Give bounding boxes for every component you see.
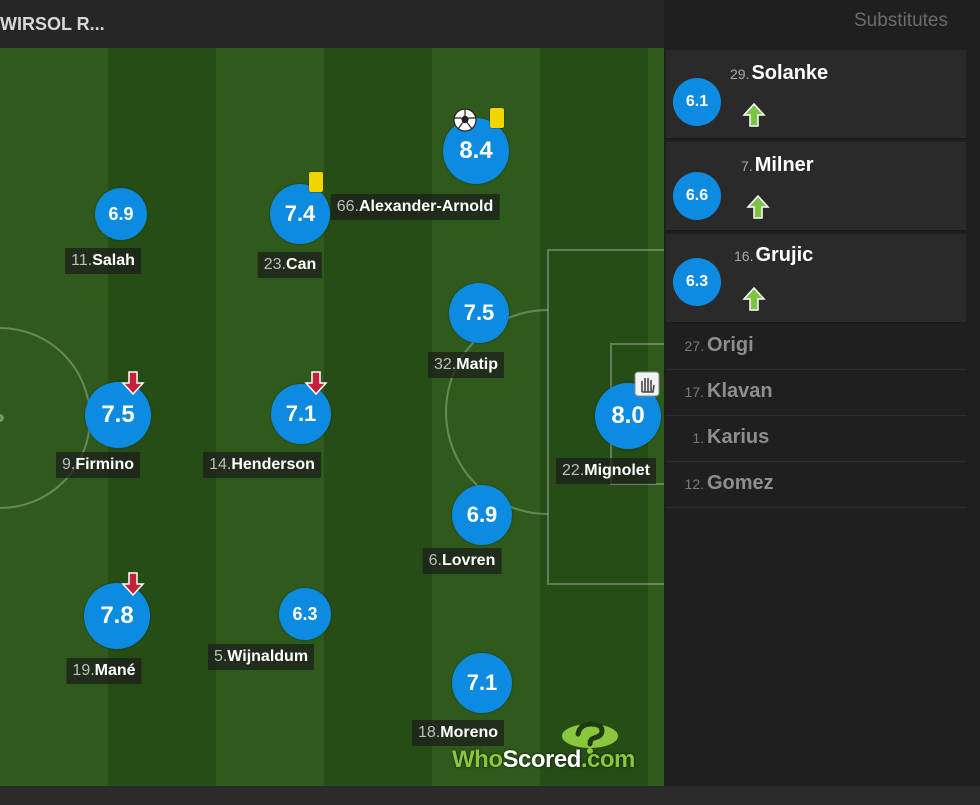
sub-name: Milner	[754, 154, 814, 176]
bottom-bar	[0, 786, 980, 805]
logo-scored: Scored	[502, 746, 581, 773]
player-name: Firmino	[75, 456, 135, 473]
player-number: 19.	[72, 662, 95, 679]
player-rating: 7.5	[85, 382, 151, 448]
lineup-header: WIRSOL R...	[0, 0, 664, 49]
sub-number: 29.	[730, 66, 750, 82]
player-name-tag: 18.Moreno	[411, 720, 505, 746]
subbed-off-arrow-icon	[121, 371, 145, 396]
bench-row-karius[interactable]: 1. Karius	[666, 416, 966, 462]
sub-number: 16.	[734, 248, 754, 264]
player-name: Mignolet	[584, 462, 651, 479]
player-rating: 6.3	[279, 588, 331, 640]
player-name-tag: 6.Lovren	[422, 548, 502, 574]
whoscored-logo[interactable]: WhoScored.com	[452, 718, 657, 778]
player-number: 32.	[433, 356, 457, 373]
goal-ball-icon	[453, 108, 477, 132]
player-name-tag: 5.Wijnaldum	[207, 644, 315, 670]
bench-name: Origi	[707, 334, 754, 356]
bench-number: 12.	[684, 476, 704, 492]
sub-card-grujic[interactable]: 6.3 16.Grujic	[666, 234, 966, 323]
subbed-on-arrow-icon	[742, 286, 766, 311]
pitch: 6.9 11.Salah 7.4 23.Can 8.4 66.Alexander…	[0, 48, 664, 786]
sub-name: Grujic	[755, 244, 814, 266]
bench-name: Gomez	[707, 472, 774, 494]
player-name: Henderson	[231, 456, 315, 473]
player-name-tag: 11.Salah	[65, 248, 141, 274]
logo-question-mark-icon	[562, 721, 618, 754]
sub-card-milner[interactable]: 6.6 7.Milner	[666, 142, 966, 231]
sub-card-solanke[interactable]: 6.1 29.Solanke	[666, 50, 966, 139]
subbed-on-arrow-icon	[746, 194, 770, 219]
player-name-tag: 66.Alexander-Arnold	[330, 194, 500, 220]
sub-rating: 6.6	[673, 172, 721, 220]
team-name[interactable]: WIRSOL R...	[0, 14, 105, 34]
player-name-tag: 23.Can	[257, 252, 323, 278]
player-rating: 6.9	[95, 188, 147, 240]
player-name: Salah	[92, 252, 135, 269]
sub-name-tag: 7.Milner	[741, 154, 814, 177]
bench-number: 1.	[692, 430, 704, 446]
player-rating: 7.8	[84, 583, 150, 649]
player-name-tag: 19.Mané	[66, 658, 142, 684]
sub-name-tag: 16.Grujic	[734, 244, 813, 267]
player-name: Mané	[94, 662, 136, 679]
save-glove-icon	[634, 371, 660, 397]
bench-number: 17.	[684, 384, 704, 400]
player-rating: 7.4	[270, 184, 330, 244]
player-rating: 7.5	[449, 283, 509, 343]
player-number: 9.	[61, 456, 76, 473]
substitutes-title: Substitutes	[854, 10, 948, 31]
sub-name-tag: 29.Solanke	[730, 62, 828, 85]
player-name: Moreno	[440, 724, 499, 741]
bench-number: 27.	[684, 338, 704, 354]
player-name-tag: 32.Matip	[427, 352, 505, 378]
subbed-off-arrow-icon	[121, 572, 145, 597]
player-name-tag: 9.Firmino	[55, 452, 141, 478]
subbed-off-arrow-icon	[304, 371, 328, 396]
player-name-tag: 22.Mignolet	[555, 458, 657, 484]
player-number: 14.	[209, 456, 232, 473]
player-number: 66.	[336, 198, 359, 215]
player-rating: 7.1	[271, 384, 331, 444]
substitutes-header: Substitutes	[664, 0, 980, 48]
player-name: Wijnaldum	[227, 648, 309, 665]
sub-rating: 6.3	[673, 258, 721, 306]
player-number: 11.	[71, 252, 93, 269]
player-rating: 8.4	[443, 118, 509, 184]
sub-name: Solanke	[751, 62, 829, 84]
bench-name: Karius	[707, 426, 770, 448]
bench-name: Klavan	[707, 380, 773, 402]
player-name: Alexander-Arnold	[359, 198, 494, 215]
bench-row-gomez[interactable]: 12. Gomez	[666, 462, 966, 508]
player-number: 22.	[561, 462, 585, 479]
player-number: 5.	[213, 648, 228, 665]
logo-who: Who	[452, 746, 503, 773]
player-number: 18.	[417, 724, 441, 741]
player-rating: 7.1	[452, 653, 512, 713]
logo-com: .com	[580, 746, 636, 773]
player-name: Can	[286, 256, 317, 273]
yellow-card-icon	[490, 108, 504, 128]
player-number: 6.	[428, 552, 442, 569]
player-rating: 6.9	[452, 485, 512, 545]
bench-row-origi[interactable]: 27. Origi	[666, 324, 966, 370]
player-name: Matip	[456, 356, 499, 373]
yellow-card-icon	[309, 172, 323, 192]
player-rating: 8.0	[595, 383, 661, 449]
player-number: 23.	[263, 256, 287, 273]
subbed-on-arrow-icon	[742, 102, 766, 127]
player-name: Lovren	[442, 552, 496, 569]
bench-row-klavan[interactable]: 17. Klavan	[666, 370, 966, 416]
sub-number: 7.	[741, 158, 753, 174]
sub-rating: 6.1	[673, 78, 721, 126]
logo-wordmark: WhoScored.com	[452, 746, 635, 774]
player-name-tag: 14.Henderson	[203, 452, 321, 478]
